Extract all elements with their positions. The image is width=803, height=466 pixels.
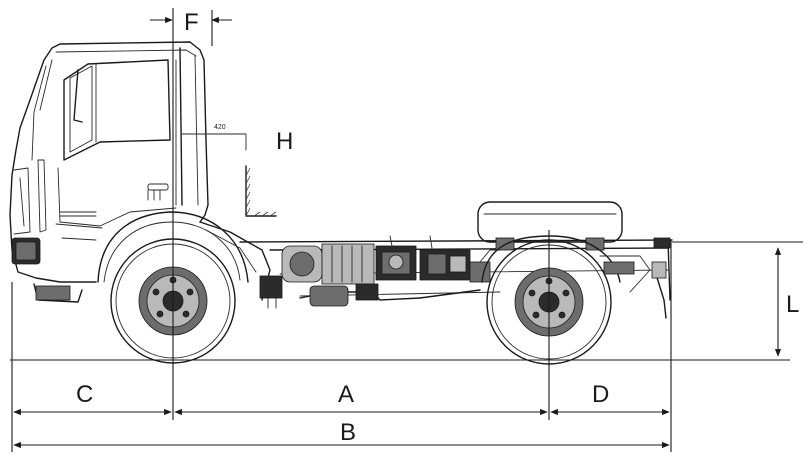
dimension-f: F: [150, 9, 232, 46]
cab: [9, 41, 209, 303]
dimension-f-label: F: [184, 9, 199, 36]
dimension-b-label: B: [340, 419, 356, 446]
rear-wheel-arch: [481, 235, 621, 283]
fuel-tank: [281, 243, 375, 285]
dimension-d-label: D: [592, 381, 609, 408]
front-wheel-arch: [97, 211, 249, 283]
wall-hatching-icon: [245, 165, 277, 217]
drivetrain: [259, 235, 501, 309]
dimension-l: L: [10, 241, 803, 361]
truck-icon: [9, 41, 673, 365]
dimension-b: B: [13, 419, 670, 449]
dimension-c-label: C: [76, 381, 93, 408]
rear-tank: [477, 201, 623, 251]
dimension-h-label: H: [276, 128, 293, 155]
cab-note-label: 420: [214, 124, 226, 131]
dimension-a-label: A: [338, 381, 354, 408]
dimension-row-cad: C A D: [13, 381, 670, 416]
reference-lines: [11, 8, 672, 452]
dimension-l-label: L: [786, 291, 799, 318]
